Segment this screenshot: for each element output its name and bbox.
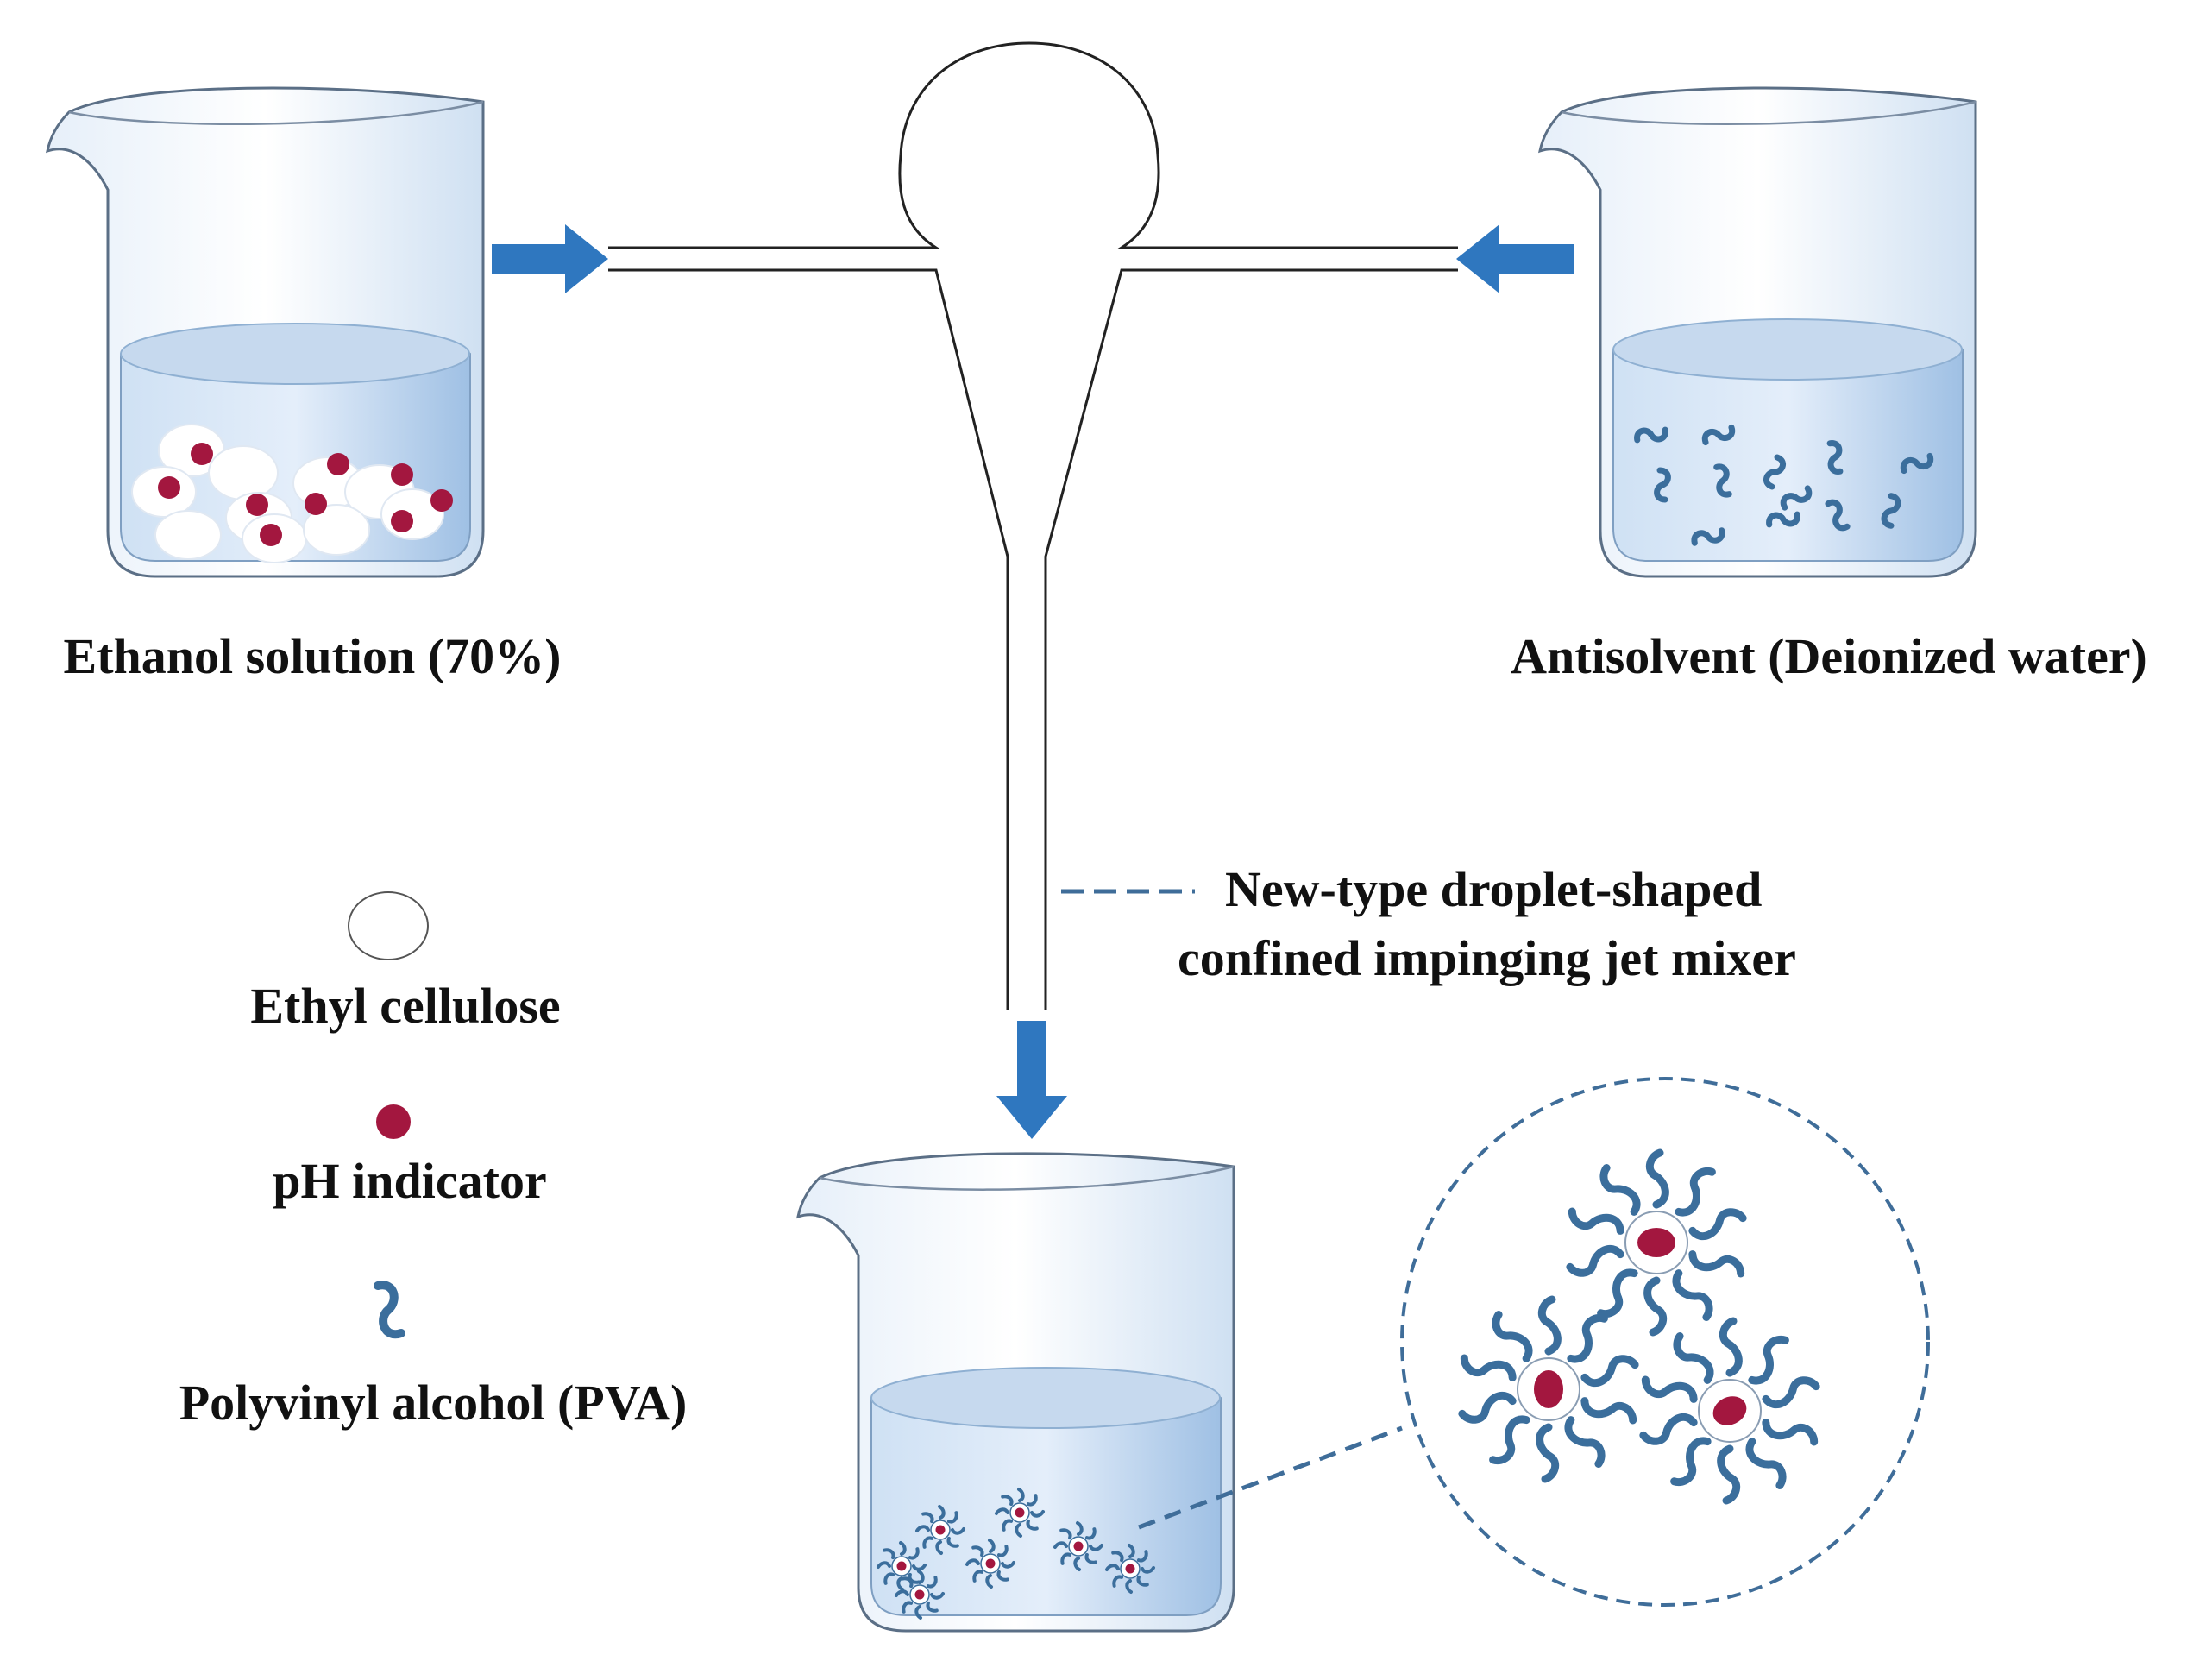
zoomed-nanoparticle-left xyxy=(1461,1299,1637,1479)
legend xyxy=(348,891,429,1339)
zoomed-nanoparticle-right xyxy=(1642,1321,1818,1501)
ethanol-beaker xyxy=(46,86,485,578)
pva-legend-label: Polyvinyl alcohol (PVA) xyxy=(179,1375,688,1431)
ph-indicator-dots xyxy=(158,443,453,546)
zoom-leader-line xyxy=(1138,1425,1403,1530)
ethyl-cellulose-legend-label: Ethyl cellulose xyxy=(250,978,560,1034)
inflow-arrow-left xyxy=(492,224,608,293)
inflow-arrow-right xyxy=(1456,224,1574,293)
antisolvent-label: Antisolvent (Deionized water) xyxy=(1511,628,2147,684)
mixer-label-line1: New-type droplet-shaped xyxy=(1225,861,1762,917)
zoom-inset xyxy=(1400,1077,1930,1607)
ethyl-cellulose-legend-icon xyxy=(348,891,429,960)
pva-legend-icon xyxy=(374,1281,405,1339)
ph-indicator-legend-label: pH indicator xyxy=(273,1153,546,1209)
outflow-arrow-down xyxy=(996,1021,1067,1139)
impinging-jet-mixer xyxy=(608,41,1458,1010)
ethanol-solution-label: Ethanol solution (70%) xyxy=(64,628,562,684)
ph-indicator-legend-icon xyxy=(376,1104,411,1139)
collection-beaker xyxy=(796,1152,1235,1633)
mixer-label-line2: confined impinging jet mixer xyxy=(1178,930,1796,986)
antisolvent-beaker xyxy=(1538,86,1977,578)
zoomed-nanoparticle-top xyxy=(1568,1153,1744,1332)
